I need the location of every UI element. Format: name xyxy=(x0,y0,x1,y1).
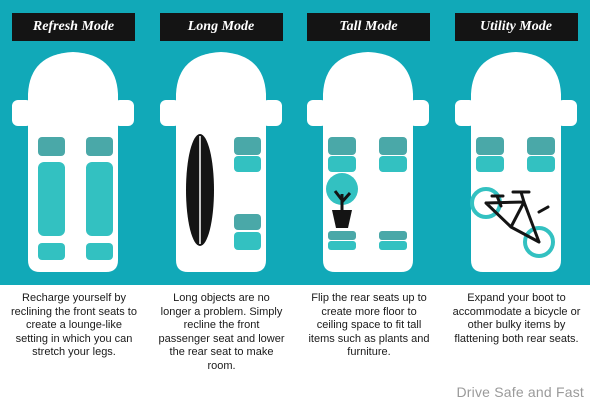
bicycle-icon xyxy=(469,187,555,258)
mode-description: Flip the rear seats up to create more fl… xyxy=(308,292,430,358)
mode-title: Utility Mode xyxy=(454,13,578,41)
mode-description: Expand your boot to accommodate a bicycl… xyxy=(452,292,581,345)
mode-refresh: Refresh Mode Recharge yourself by reclin… xyxy=(0,0,148,404)
mode-description: Long objects are no longer a problem. Si… xyxy=(158,292,285,372)
mode-description: Recharge yourself by reclining the front… xyxy=(11,292,137,358)
watermark: Drive Safe and Fast xyxy=(456,384,584,400)
mode-long: Long Mode Long objects are no longer a p… xyxy=(148,0,296,404)
reclined-seats-icon xyxy=(38,137,113,260)
mode-title: Long Mode xyxy=(159,13,283,41)
mode-utility: Utility Mode Expand your boot to accommo… xyxy=(443,0,590,404)
mode-title: Tall Mode xyxy=(307,13,430,41)
car-topview-refresh xyxy=(12,52,134,272)
surfboard-icon xyxy=(185,134,214,246)
mode-title: Refresh Mode xyxy=(12,13,135,41)
car-topview-utility xyxy=(454,52,577,272)
mode-tall: Tall Mode Flip the rear seats up to crea… xyxy=(295,0,443,404)
car-topview-long xyxy=(159,52,282,272)
car-topview-tall xyxy=(307,52,429,272)
potted-plant-icon xyxy=(326,173,358,228)
